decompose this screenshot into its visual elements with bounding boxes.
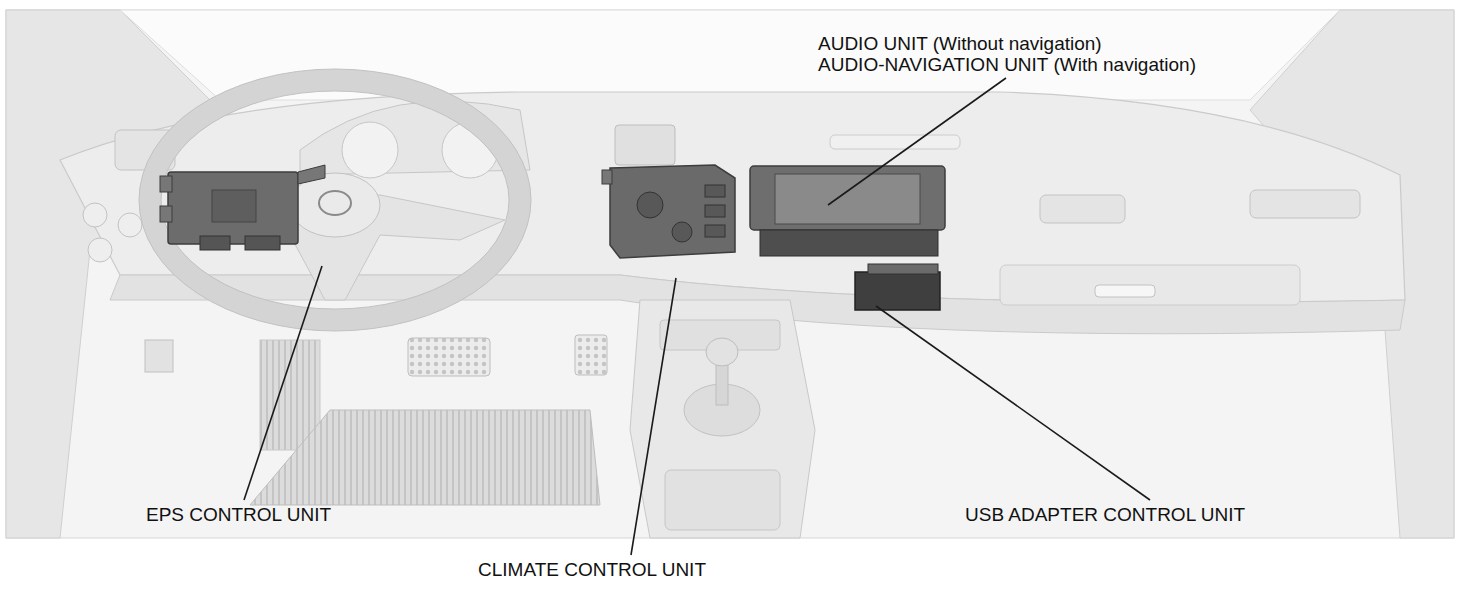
audio-screen — [775, 174, 920, 224]
leader-line — [828, 78, 1006, 205]
console-tray — [665, 470, 780, 530]
center-vent — [615, 125, 675, 165]
part-label: USB ADAPTER CONTROL UNIT — [965, 504, 1245, 525]
climate-knob — [672, 222, 692, 242]
part-label: EPS CONTROL UNIT — [146, 504, 331, 525]
climate-control-unit — [610, 165, 735, 258]
climate-button — [705, 205, 725, 217]
pedal — [408, 338, 490, 376]
eps-control-unit — [168, 172, 298, 244]
upper-vent — [830, 135, 960, 149]
usb-bracket — [868, 264, 938, 274]
frame-border — [6, 10, 1454, 538]
switch — [88, 238, 112, 262]
eps-bracket — [160, 176, 172, 192]
meter — [342, 122, 398, 178]
steering-wheel — [150, 80, 520, 320]
steering-wheel-edge — [161, 91, 509, 309]
shift-knob — [706, 338, 738, 366]
audio-unit — [750, 166, 945, 230]
eps-connector — [245, 236, 280, 250]
right-vent — [1040, 195, 1125, 223]
center-console — [630, 300, 815, 538]
usb-adapter-control-unit — [855, 272, 940, 310]
eps-bracket — [298, 165, 325, 184]
glovebox — [1000, 265, 1300, 305]
part-label: CLIMATE CONTROL UNIT — [478, 559, 706, 580]
eps-bracket — [160, 206, 172, 222]
steering-wheel-edge — [139, 69, 531, 331]
climate-button — [705, 185, 725, 197]
eps-unit-face — [212, 190, 256, 222]
pedal — [575, 335, 607, 375]
part-label: AUDIO-NAVIGATION UNIT (With navigation) — [818, 54, 1196, 75]
glovebox-handle — [1095, 285, 1155, 297]
leader-lines — [244, 78, 1150, 555]
eps-connector — [200, 236, 230, 250]
leader-line — [244, 266, 322, 500]
switch — [83, 203, 107, 227]
floor-mat — [250, 410, 600, 505]
climate-knob — [637, 192, 663, 218]
emblem — [319, 191, 351, 215]
climate-tab — [602, 170, 612, 184]
climate-button — [705, 225, 725, 237]
right-vent — [1250, 190, 1360, 218]
leader-line — [631, 278, 676, 555]
part-label: AUDIO UNIT (Without navigation) — [818, 33, 1102, 54]
leader-line — [876, 306, 1150, 500]
audio-chassis — [760, 230, 938, 256]
switch — [118, 213, 142, 237]
door-switch — [145, 340, 173, 372]
